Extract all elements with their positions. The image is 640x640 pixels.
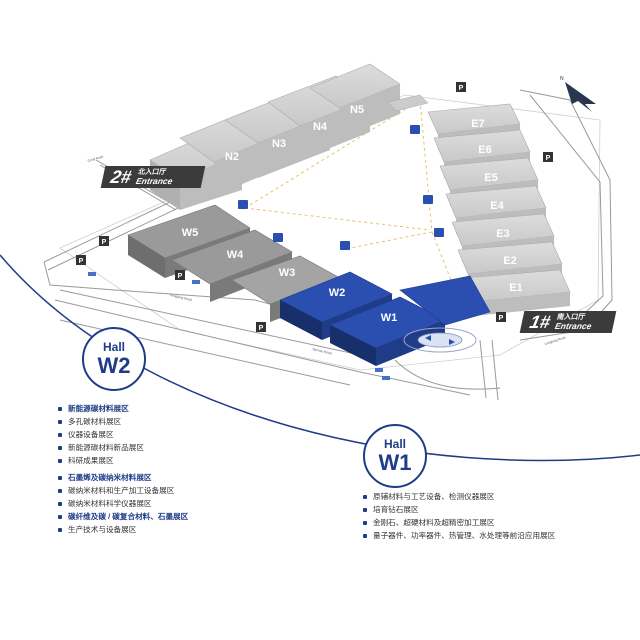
entrance-north-name-en: Entrance <box>135 176 174 186</box>
list-item: 新能源碳材料展区 <box>58 402 188 415</box>
list-item: 碳纤维及碳 / 碳复合材料、石墨展区 <box>58 510 188 523</box>
parking-icons: P P P P P P P <box>76 82 553 332</box>
hall-w2-badge: Hall W2 <box>82 327 146 391</box>
parking-icon: P <box>543 152 553 162</box>
vehicle-markers <box>88 272 390 380</box>
list-item: 培育钻石展区 <box>363 503 555 516</box>
hall-e6-label: E6 <box>478 144 491 156</box>
entrance-hall-connector <box>399 275 491 326</box>
list-item: 碳纳米材料科学仪器展区 <box>58 497 188 510</box>
compass-icon: N <box>560 76 596 112</box>
parking-icon: P <box>175 270 185 280</box>
bus-icons <box>238 125 456 294</box>
hall-w2-zone-list: 新能源碳材料展区 多孔碳材料展区 仪器设备展区 新能源碳材料新品展区 科研成果展… <box>58 402 188 536</box>
hall-e5-label: E5 <box>484 172 497 184</box>
vehicle-icon <box>382 376 390 380</box>
bus-icon <box>446 285 456 294</box>
entrance-north-number: 2# <box>108 167 134 187</box>
hall-n2-label: N2 <box>225 151 239 163</box>
road-label-south-2: Tanmou Road <box>312 347 332 355</box>
bus-icon <box>434 228 444 237</box>
hall-e3-label: E3 <box>496 228 509 240</box>
entrance-south-name-en: Entrance <box>554 321 593 331</box>
parking-icon: P <box>76 255 86 265</box>
vehicle-icon <box>192 280 200 284</box>
list-item: 原辅材料与工艺设备、检测仪器展区 <box>363 490 555 503</box>
list-item: 新能源碳材料新品展区 <box>58 441 188 454</box>
vehicle-icon <box>88 272 96 276</box>
west-halls-blue: W2 W1 <box>279 271 491 366</box>
svg-text:P: P <box>459 85 464 92</box>
bus-icon <box>423 195 433 204</box>
roundabout <box>403 327 477 353</box>
svg-text:P: P <box>102 239 107 246</box>
entrance-label-north: 2# 北入口厅 Entrance <box>100 166 206 188</box>
east-halls: E7 E6 E5 E4 E3 E2 E1 <box>427 103 571 316</box>
hall-w1-zone-list: 原辅材料与工艺设备、检测仪器展区 培育钻石展区 金刚石、超硬材料及超精密加工展区… <box>363 490 555 542</box>
hall-w2-badge-code: W2 <box>97 353 131 378</box>
hall-w1-label: W1 <box>381 312 398 324</box>
svg-text:P: P <box>79 258 84 265</box>
hall-e2-label: E2 <box>503 255 516 267</box>
decorative-arc <box>0 254 640 462</box>
list-item: 仪器设备展区 <box>58 428 188 441</box>
small-building-north <box>387 94 429 112</box>
list-item: 生产技术与设备展区 <box>58 523 188 536</box>
hall-w5-label: W5 <box>182 227 199 239</box>
list-item: 金刚石、超硬材料及超精密加工展区 <box>363 516 555 529</box>
north-halls: N1 N2 N3 N4 N5 <box>149 63 429 210</box>
hall-e1-label: E1 <box>509 282 522 294</box>
road-label-south-1: Fengfeng Road <box>170 293 193 302</box>
road-label-west: Dong Road <box>87 154 104 163</box>
hall-w3-label: W3 <box>279 267 296 279</box>
hall-e4-label: E4 <box>490 200 504 212</box>
svg-text:P: P <box>499 315 504 322</box>
entrance-south-number: 1# <box>527 312 553 332</box>
parking-icon: P <box>496 312 506 322</box>
parking-icon: P <box>456 82 466 92</box>
hall-w1-badge: Hall W1 <box>363 424 427 488</box>
list-item: 石墨烯及碳纳米材料展区 <box>58 471 188 484</box>
hall-w2-badge-word: Hall <box>102 340 125 354</box>
svg-text:P: P <box>546 155 551 162</box>
list-item: 科研成果展区 <box>58 454 188 467</box>
bus-icon <box>410 125 420 134</box>
list-item: 多孔碳材料展区 <box>58 415 188 428</box>
list-item: 量子器件、功率器件、热管理、水处理等前沿应用展区 <box>363 529 555 542</box>
entrance-label-south: 1# 南入口厅 Entrance <box>519 311 617 333</box>
hall-e1[interactable]: E1 <box>463 269 571 316</box>
svg-text:N: N <box>560 76 564 82</box>
hall-n5[interactable]: N5 <box>309 63 401 138</box>
svg-text:P: P <box>178 273 183 280</box>
list-item: 碳纳米材料和生产加工设备展区 <box>58 484 188 497</box>
hall-n5-label: N5 <box>350 104 364 116</box>
svg-text:P: P <box>259 325 264 332</box>
hall-e7-label: E7 <box>471 118 484 130</box>
hall-n4-label: N4 <box>313 121 328 133</box>
parking-icon: P <box>99 236 109 246</box>
bus-icon <box>273 233 283 242</box>
bus-icon <box>340 241 350 250</box>
hall-w1-badge-word: Hall <box>383 437 406 451</box>
vehicle-icon <box>375 368 383 372</box>
bus-icon <box>238 200 248 209</box>
road-label-east: Langtong Road <box>544 335 566 346</box>
hall-w2-label: W2 <box>329 287 346 299</box>
parking-icon: P <box>256 322 266 332</box>
hall-w1-badge-code: W1 <box>378 450 412 475</box>
hall-n3-label: N3 <box>272 138 286 150</box>
hall-w4-label: W4 <box>227 249 244 261</box>
route-dashes <box>244 99 456 291</box>
